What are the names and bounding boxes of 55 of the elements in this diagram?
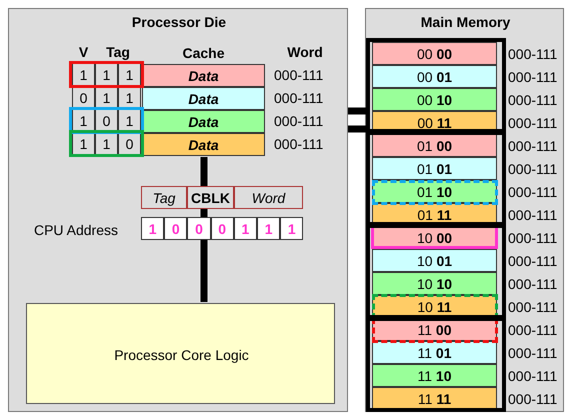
memory-row: 00 10	[372, 88, 497, 111]
column-header: Tag	[105, 43, 131, 62]
word-range: 000-111	[508, 136, 558, 156]
column-header: Word	[286, 43, 324, 62]
memory-row: 10 10	[372, 272, 497, 295]
word-range: 000-111	[274, 66, 324, 84]
address-bit: 1	[257, 217, 280, 240]
memory-row: 11 10	[372, 364, 497, 387]
field-cell: Word	[234, 186, 303, 209]
address-bit: 0	[164, 217, 188, 240]
word-range: 000-111	[508, 320, 558, 340]
memory-row: 01 01	[372, 157, 497, 180]
word-range: 000-111	[508, 274, 558, 294]
address-bit: 1	[141, 217, 164, 240]
word-range: 000-111	[508, 252, 558, 270]
panel	[8, 8, 348, 412]
memory-row: 01 00	[372, 134, 497, 157]
data-cell: Data	[142, 133, 265, 156]
data-cell: Data	[142, 64, 265, 87]
word-range: 000-111	[508, 390, 558, 408]
word-range: 000-111	[508, 298, 558, 316]
data-cell: Data	[142, 87, 265, 110]
logic-block	[26, 303, 335, 404]
word-range: 000-111	[508, 160, 558, 178]
address-bit: 1	[234, 217, 257, 240]
word-range: 000-111	[508, 206, 558, 224]
address-bit: 0	[187, 217, 211, 240]
memory-row: 11 01	[372, 341, 497, 364]
column-header: Cache	[181, 44, 226, 63]
field-cell: CBLK	[187, 186, 234, 209]
word-range: 000-111	[508, 44, 558, 64]
panel-title: Main Memory	[420, 13, 512, 32]
word-range: 000-111	[274, 88, 324, 108]
word-range: 000-111	[508, 366, 558, 386]
column-header: V	[78, 43, 90, 62]
memory-row: 11 11	[372, 387, 497, 410]
field-cell: Tag	[141, 186, 187, 209]
address-bit: 0	[210, 217, 234, 240]
word-range: 000-111	[274, 134, 324, 154]
memory-row: 00 01	[372, 65, 497, 88]
data-cell: Data	[142, 110, 265, 133]
row-label: CPU Address	[32, 220, 120, 240]
bus-line	[200, 157, 208, 302]
word-range: 000-111	[508, 228, 558, 248]
memory-row: 10 01	[372, 249, 497, 272]
block-label: Processor Core Logic	[113, 346, 250, 365]
word-range: 000-111	[508, 344, 558, 362]
word-range: 000-111	[508, 68, 558, 86]
address-bit: 1	[280, 217, 304, 240]
word-range: 000-111	[508, 182, 558, 202]
word-range: 000-111	[508, 114, 558, 132]
word-range: 000-111	[274, 112, 324, 130]
panel-title: Processor Die	[130, 13, 228, 32]
memory-row: 00 00	[372, 42, 497, 65]
word-range: 000-111	[508, 90, 558, 110]
